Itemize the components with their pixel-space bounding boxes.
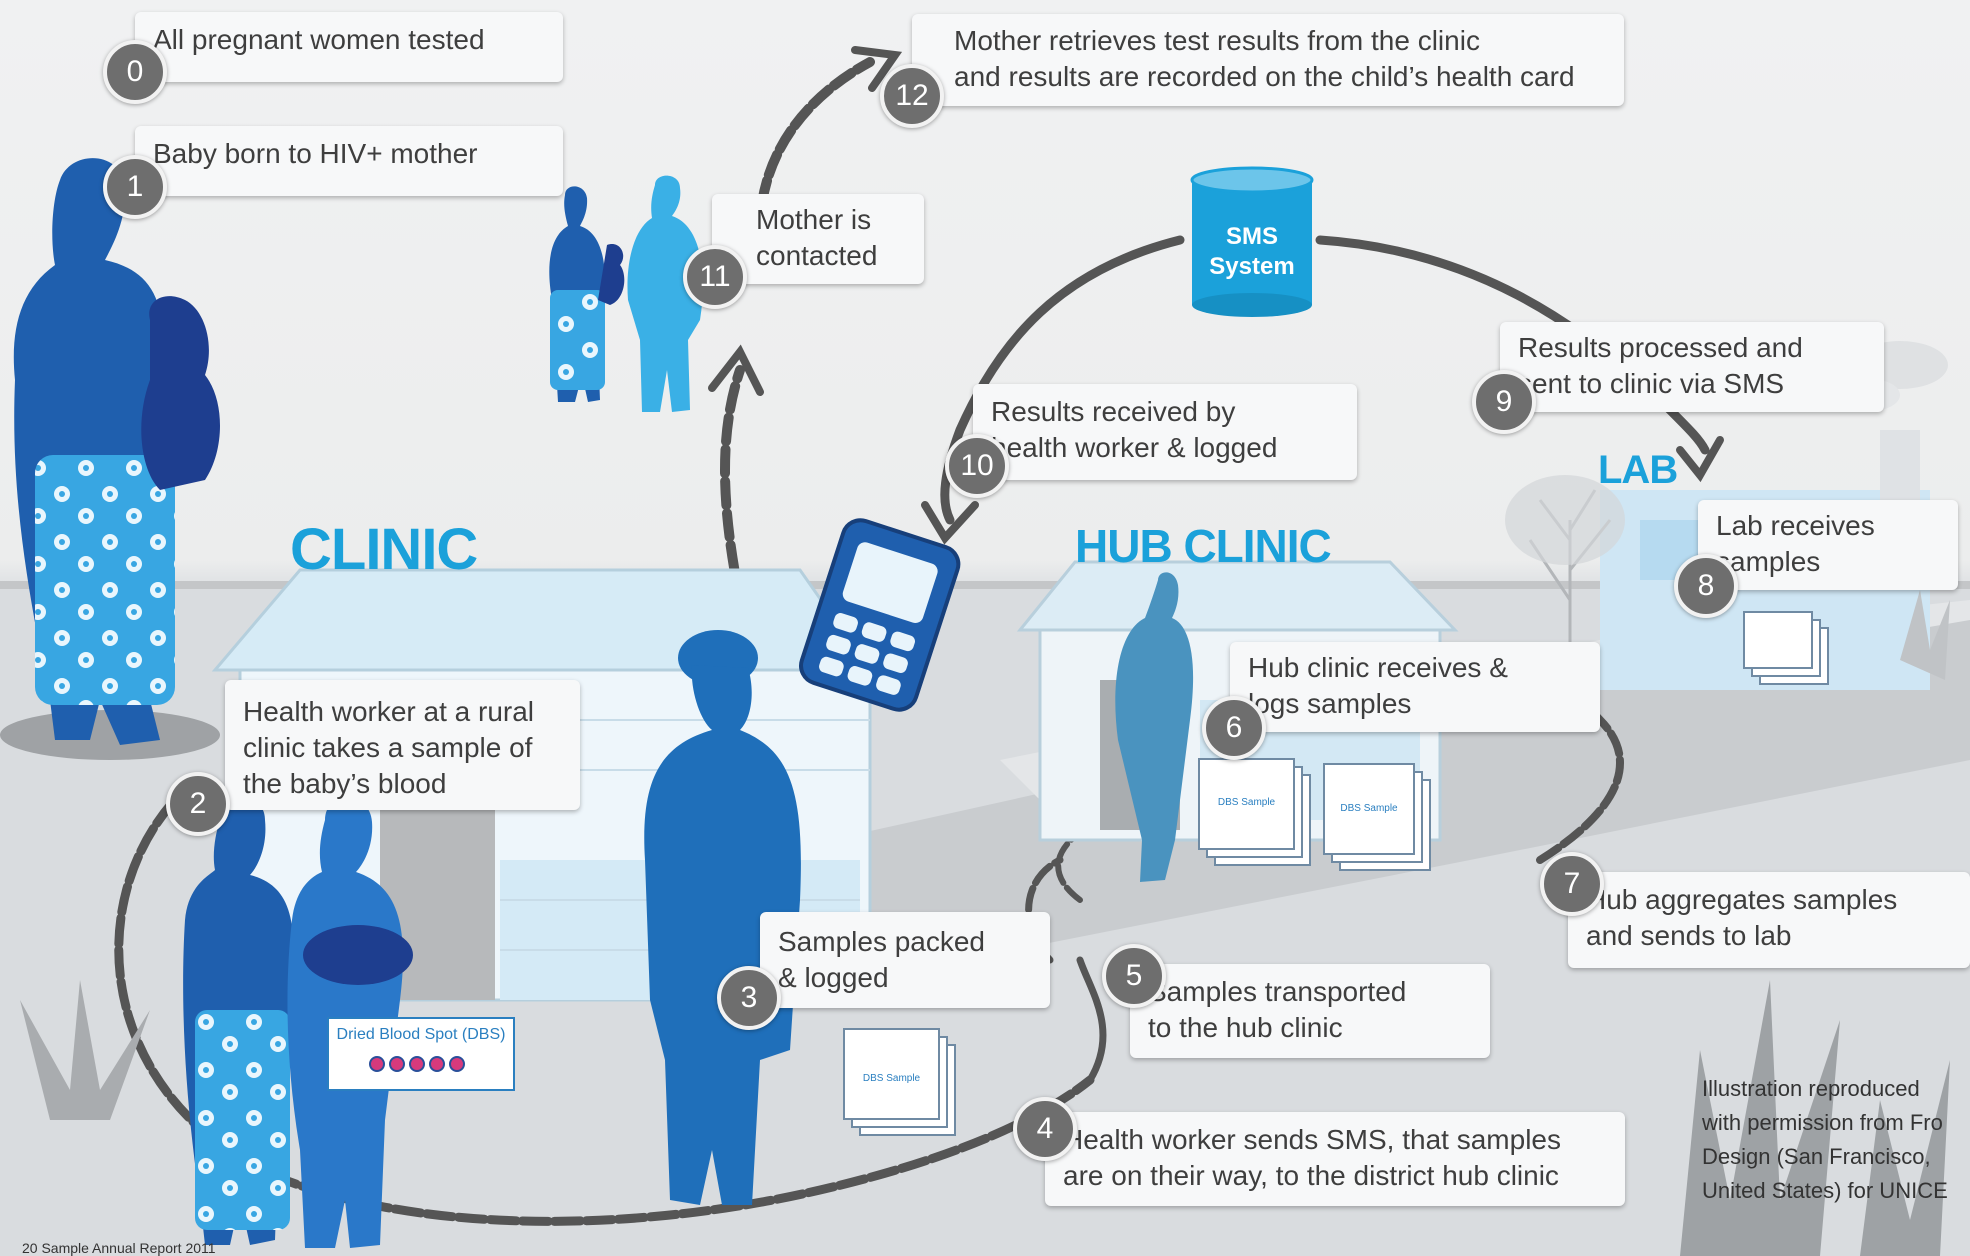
step-8-badge: 8 (1674, 554, 1738, 618)
illustration-credit: Illustration reproduced with permission … (1702, 1076, 1948, 1203)
page-footer: 20 Sample Annual Report 2011 (22, 1240, 216, 1256)
step-6-badge: 6 (1202, 696, 1266, 760)
step-3-text: Samples packed & logged (778, 926, 986, 993)
step-2-text: Health worker at a rural clinic takes a … (243, 696, 535, 799)
step-4-badge: 4 (1013, 1097, 1077, 1161)
step-10-text: Results received by health worker & logg… (991, 396, 1278, 463)
step-0-badge: 0 (103, 40, 167, 104)
step-12-callout: Mother retrieves test results from the c… (912, 14, 1624, 106)
step-4-text: Health worker sends SMS, that samples ar… (1063, 1124, 1561, 1191)
step-3-badge: 3 (717, 966, 781, 1030)
step-7-callout: Hub aggregates samples and sends to lab (1568, 872, 1970, 968)
tree (1505, 475, 1625, 700)
lab-label: LAB (1598, 448, 1678, 492)
step-5-text: Samples transported to the hub clinic (1148, 976, 1407, 1043)
step-10-callout: Results received by health worker & logg… (973, 384, 1357, 480)
step-3-callout: Samples packed & logged (760, 912, 1050, 1008)
step-9-text: Results processed and sent to clinic via… (1518, 332, 1803, 399)
dbs-sample-label: DBS Sample (1217, 797, 1276, 808)
step-1-text: Baby born to HIV+ mother (153, 138, 478, 169)
hub-clinic-label: HUB CLINIC (1075, 520, 1332, 572)
dbs-card-label: Dried Blood Spot (DBS) (336, 1026, 506, 1043)
mobile-phone (799, 518, 961, 712)
step-0-text: All pregnant women tested (153, 24, 485, 55)
plants (20, 590, 1950, 1256)
step-5-badge: 5 (1102, 944, 1166, 1008)
dbs-sample-label: DBS Sample (1340, 803, 1398, 814)
step-8-text: Lab receives samples (1716, 510, 1875, 577)
clinic-label: CLINIC (290, 517, 478, 582)
dbs-card (327, 1017, 515, 1091)
dbs-sample-stacks (843, 611, 1829, 1136)
hub-worker-figure (1115, 572, 1194, 882)
dbs-sample-label: DBS Sample (862, 1073, 921, 1084)
step-9-badge: 9 (1472, 370, 1536, 434)
step-6-text: Hub clinic receives & logs samples (1248, 652, 1508, 719)
step-11-callout: Mother is contacted (712, 194, 924, 284)
step-12-text: Mother retrieves test results from the c… (954, 25, 1575, 92)
mother-with-baby-figure (0, 158, 220, 760)
mother-contacted-figures (549, 175, 703, 412)
step-9-callout: Results processed and sent to clinic via… (1500, 322, 1884, 412)
step-1-callout: Baby born to HIV+ mother (135, 126, 563, 196)
step-5-callout: Samples transported to the hub clinic (1130, 964, 1490, 1058)
sms-system-label: SMS System (1192, 222, 1312, 282)
step-2-callout: Health worker at a rural clinic takes a … (225, 680, 580, 810)
health-worker-figure (644, 630, 801, 1205)
step-7-badge: 7 (1540, 852, 1604, 916)
step-6-callout: Hub clinic receives & logs samples (1230, 642, 1600, 732)
sms-system-cylinder (1190, 166, 1314, 317)
step-12-badge: 12 (880, 64, 944, 128)
step-11-text: Mother is contacted (756, 204, 878, 271)
step-8-callout: Lab receives samples (1698, 500, 1958, 590)
step-4-callout: Health worker sends SMS, that samples ar… (1045, 1112, 1625, 1206)
step-0-callout: All pregnant women tested (135, 12, 563, 82)
step-10-badge: 10 (945, 434, 1009, 498)
step-1-badge: 1 (103, 155, 167, 219)
step-11-badge: 11 (683, 245, 747, 309)
step-2-badge: 2 (166, 772, 230, 836)
blood-spots (369, 1056, 465, 1072)
sms-system-line1: SMS (1225, 223, 1278, 250)
sms-system-line2: System (1209, 253, 1295, 280)
step-7-text: Hub aggregates samples and sends to lab (1586, 884, 1898, 951)
